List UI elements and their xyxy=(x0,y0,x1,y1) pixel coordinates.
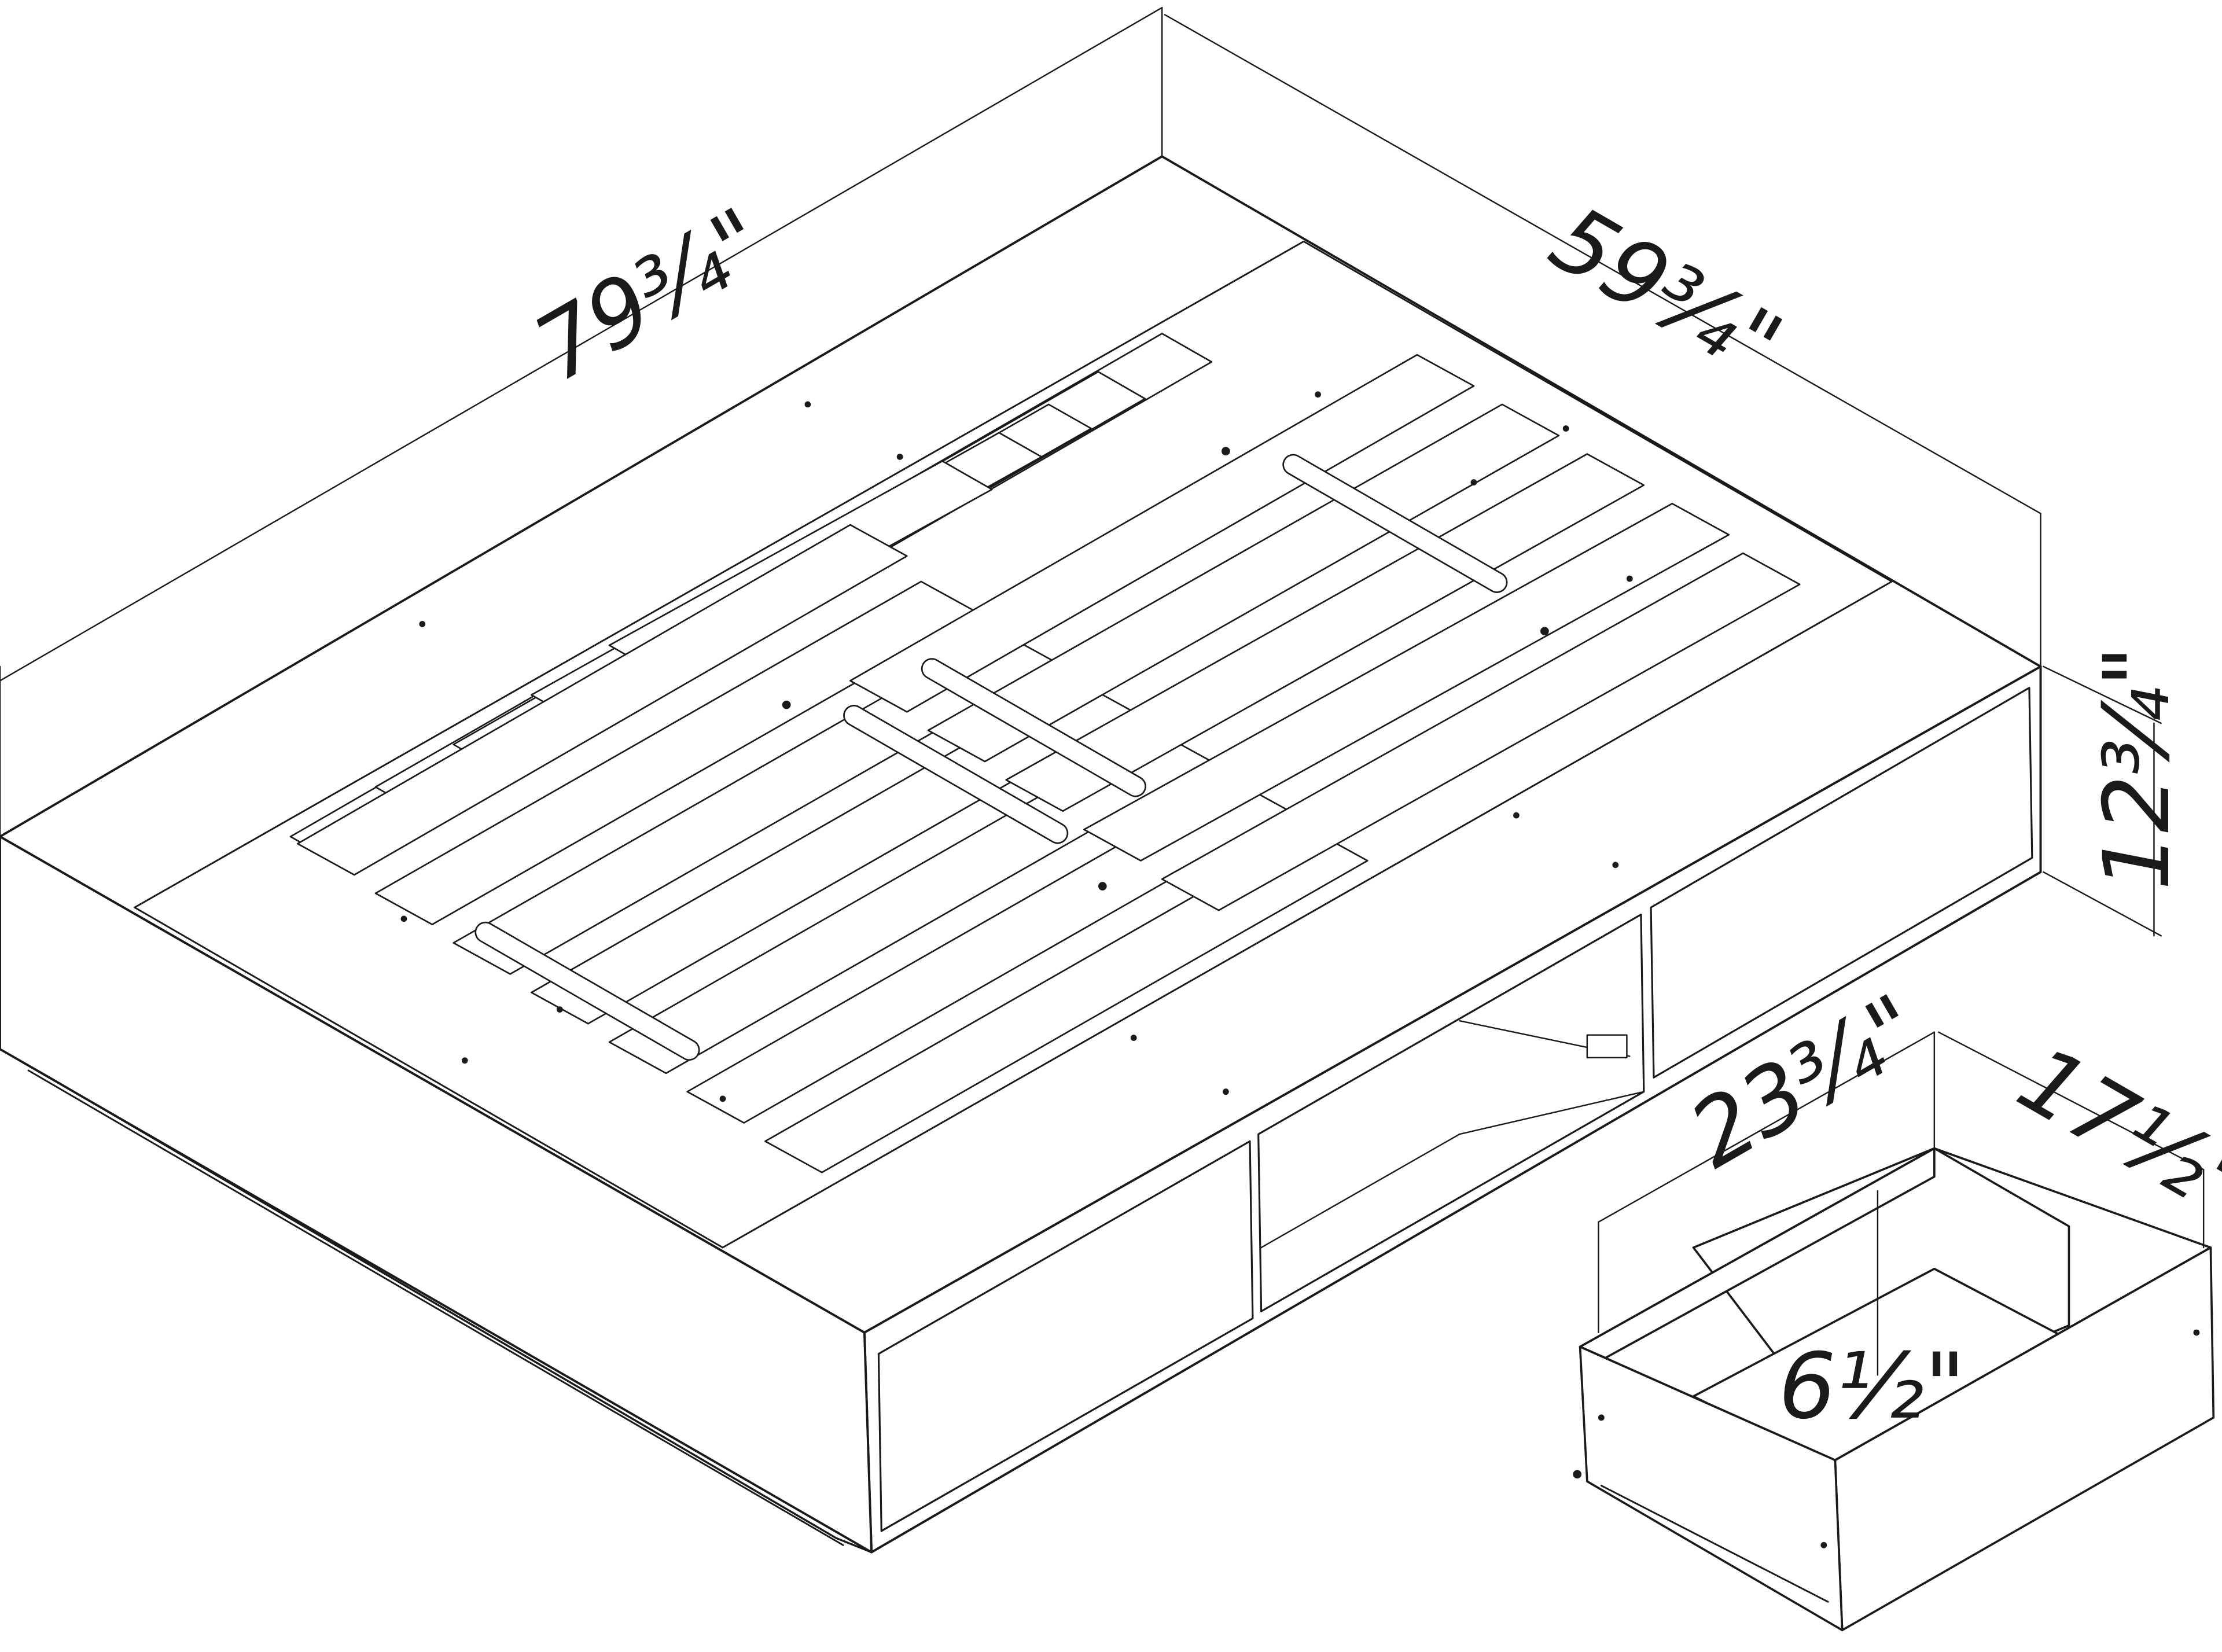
loose-drawer xyxy=(1573,1147,2215,1632)
bed-frame xyxy=(0,155,2042,1554)
bed-dimension-lines xyxy=(0,6,2162,937)
bed-plinth-shadow xyxy=(27,1069,844,1546)
front-drawer-right xyxy=(1650,687,2033,1079)
slat-slots xyxy=(474,454,1508,1061)
bed-plinth xyxy=(0,871,2042,1554)
drawer-rim xyxy=(1579,1147,2212,1462)
drawer-slide-icon xyxy=(1586,1034,1628,1059)
drawer-height-label: 6½" xyxy=(1778,1334,1966,1439)
bed-slats xyxy=(289,333,1801,1173)
drawer-dimension-lines xyxy=(1598,1031,2205,1376)
bed-width-label: 59¾" xyxy=(1534,186,1799,399)
hardware-dots xyxy=(400,391,1633,1102)
bed-length-label: 79¾" xyxy=(518,188,783,402)
bed-height-label: 12¾" xyxy=(2084,645,2190,890)
front-drawer-left xyxy=(877,1140,1254,1532)
cubby-inner-lines xyxy=(1260,1091,1645,1249)
